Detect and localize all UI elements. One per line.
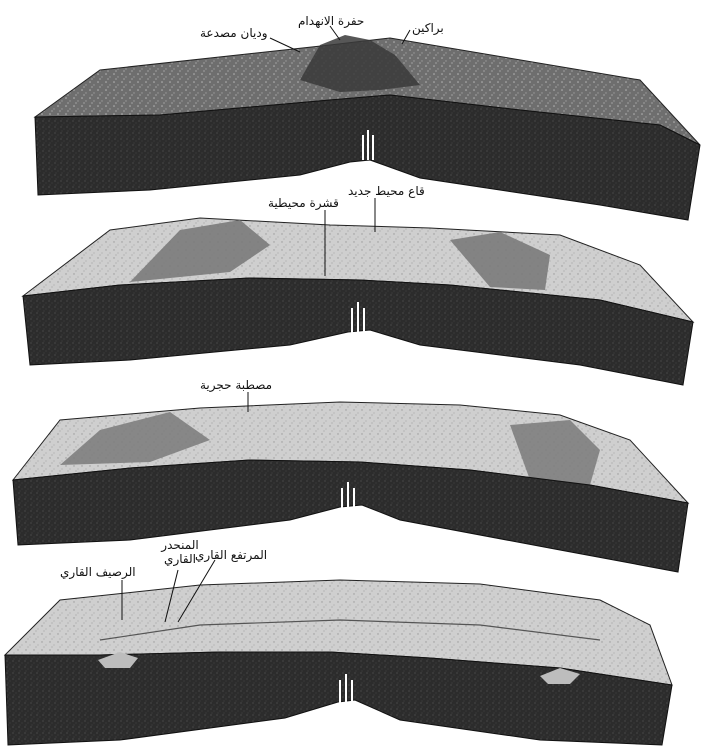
stage-2-new-ocean-block	[23, 218, 693, 385]
label-continental-rise: المرتفع القاري	[195, 548, 267, 562]
label-volcanoes: براكين	[412, 21, 444, 35]
stage-3-block	[13, 402, 688, 572]
label-new-ocean-floor: قاع محيط جديد	[348, 184, 425, 198]
label-oceanic-crust: قشرة محيطية	[268, 196, 339, 210]
label-lake-terraces: مصطبة حجرية	[200, 378, 272, 392]
label-rift-valleys: وديان مصدعة	[200, 26, 268, 40]
leader-rift-graben	[330, 26, 340, 40]
label-rift-graben: حفرة الانهدام	[298, 14, 364, 28]
stage-4-margin-block	[5, 580, 672, 745]
label-continental-shelf: الرصيف القاري	[60, 565, 136, 579]
